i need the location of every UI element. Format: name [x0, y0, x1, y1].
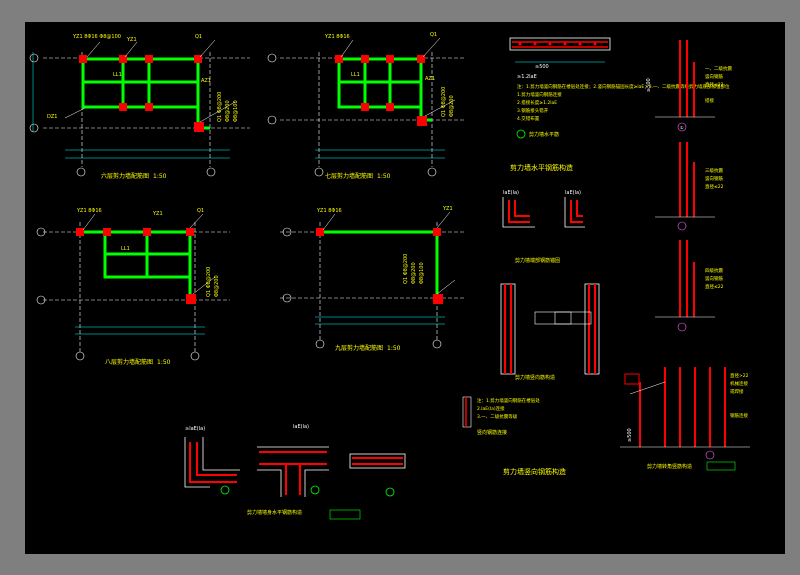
vert-splice-title: 剪力墙竖向钢筋构造	[503, 467, 566, 476]
svg-text:直径≤22: 直径≤22	[705, 283, 724, 290]
svg-text:≥laE(la): ≥laE(la)	[185, 426, 205, 432]
end-anchor-details: laE(la) laE(la) 剪力墙端部钢筋锚固	[502, 190, 585, 264]
plan1-rebar-tag: YZ1 8Φ16 Φ8@100	[72, 34, 121, 40]
svg-text:直径≤22: 直径≤22	[705, 183, 724, 190]
plan1-title: 六层剪力墙配筋图	[101, 172, 149, 180]
column-details: 剪力墙竖向筋构造	[500, 283, 600, 381]
svg-text:2.搭接长度≥1.2laE: 2.搭接长度≥1.2laE	[517, 99, 557, 106]
svg-text:搭接: 搭接	[705, 97, 714, 104]
svg-text:LL1: LL1	[113, 72, 122, 78]
svg-text:LL1: LL1	[121, 246, 130, 252]
plan2-scale: 1:50	[377, 173, 391, 180]
svg-text:≥500: ≥500	[646, 78, 652, 92]
svg-text:机械连接: 机械连接	[730, 380, 748, 387]
svg-text:注：1.剪力墙竖向钢筋在楼层处: 注：1.剪力墙竖向钢筋在楼层处	[477, 397, 540, 404]
svg-text:竖向钢筋: 竖向钢筋	[705, 275, 723, 282]
drawing-canvas: YZ1 8Φ16 Φ8@100 YZ1 Q1 LL1 AZ1 DZ1 Q1 Φ8…	[29, 32, 750, 520]
svg-text:DZ1: DZ1	[47, 114, 57, 120]
svg-text:钢筋连接: 钢筋连接	[730, 412, 748, 419]
svg-text:三级抗震: 三级抗震	[705, 167, 723, 174]
svg-text:Φ8@200: Φ8@200	[214, 275, 220, 297]
svg-text:laE(la): laE(la)	[293, 424, 309, 430]
plan-6th-floor: YZ1 8Φ16 Φ8@100 YZ1 Q1 LL1 AZ1 DZ1 Q1 Φ8…	[29, 34, 250, 180]
svg-text:YZ1: YZ1	[126, 37, 137, 43]
column-detail-title: 剪力墙竖向筋构造	[515, 374, 555, 381]
plan3-scale: 1:50	[157, 359, 171, 366]
svg-text:竖向钢筋: 竖向钢筋	[705, 73, 723, 80]
horiz-splice-title: 剪力墙水平钢筋构造	[510, 163, 573, 172]
plan3-title: 八层剪力墙配筋图	[105, 358, 153, 366]
svg-text:Q1: Q1	[195, 34, 202, 40]
svg-text:laE(la): laE(la)	[565, 190, 581, 196]
svg-text:竖向钢筋连接: 竖向钢筋连接	[477, 429, 507, 436]
svg-text:一、二级抗震: 一、二级抗震	[705, 65, 732, 72]
svg-text:直径>22: 直径>22	[730, 372, 749, 379]
svg-text:Q1 Φ8@200: Q1 Φ8@200	[441, 87, 447, 117]
bottom-plan-title: 剪力墙墙身水平钢筋构造	[247, 509, 302, 516]
svg-text:Φ8@100: Φ8@100	[233, 100, 239, 122]
wall-corner-title: 剪力墙转角竖筋构造	[647, 463, 692, 470]
svg-text:laE(la): laE(la)	[503, 190, 519, 196]
svg-text:1.剪力墙竖向钢筋连接: 1.剪力墙竖向钢筋连接	[517, 91, 562, 98]
svg-text:Φ8@100: Φ8@100	[419, 262, 425, 284]
svg-text:3.一、二级抗震等级: 3.一、二级抗震等级	[477, 413, 518, 420]
svg-text:或焊接: 或焊接	[730, 388, 744, 395]
plan4-title: 九层剪力墙配筋图	[335, 344, 383, 352]
svg-text:Q1: Q1	[430, 32, 437, 38]
svg-text:YZ1 8Φ16: YZ1 8Φ16	[324, 34, 350, 40]
svg-text:Φ8@200: Φ8@200	[225, 100, 231, 122]
plan-8th-floor: YZ1 8Φ16 YZ1 Q1 LL1 Q1 Φ8@200 Φ8@200 八层剪…	[36, 208, 230, 366]
svg-text:≥500: ≥500	[535, 64, 549, 70]
svg-text:YZ1 8Φ16: YZ1 8Φ16	[316, 208, 342, 214]
svg-text:2.laE(la)连接: 2.laE(la)连接	[477, 405, 505, 412]
svg-text:≥500: ≥500	[627, 428, 633, 442]
svg-text:Q1 Φ8@200: Q1 Φ8@200	[217, 92, 223, 122]
svg-text:Q1 Φ8@200: Q1 Φ8@200	[403, 254, 409, 284]
splice-notes: 注：1.剪力墙竖向钢筋在楼层处连接；2.竖向钢筋锚固长度≥laE；3.一、二级抗…	[517, 83, 730, 90]
svg-text:LL1: LL1	[351, 72, 360, 78]
svg-text:YZ1: YZ1	[152, 211, 163, 217]
plan2-title: 七层剪力墙配筋图	[325, 172, 373, 180]
cad-drawing-sheet: YZ1 8Φ16 Φ8@100 YZ1 Q1 LL1 AZ1 DZ1 Q1 Φ8…	[25, 22, 785, 554]
plan4-scale: 1:50	[387, 345, 401, 352]
svg-text:直径≤22: 直径≤22	[705, 81, 724, 88]
svg-text:AZ1: AZ1	[425, 76, 435, 82]
svg-text:Q1 Φ8@200: Q1 Φ8@200	[206, 267, 212, 297]
svg-text:Φ8@200: Φ8@200	[411, 262, 417, 284]
plan-9th-floor: YZ1 8Φ16 YZ1 Q1 Φ8@200 Φ8@200 Φ8@100 九层剪…	[280, 206, 465, 352]
svg-text:四级抗震: 四级抗震	[705, 267, 723, 274]
svg-text:4.交错布置: 4.交错布置	[517, 115, 540, 122]
vertical-rebar-details: 一、二级抗震 竖向钢筋 直径≤22 搭接 ≥500 ① 三级抗震 竖向钢筋 直径…	[620, 40, 750, 471]
plan1-scale: 1:50	[153, 173, 167, 180]
svg-text:3.钢筋接头错开: 3.钢筋接头错开	[517, 107, 549, 114]
small-lap-detail: 注：1.剪力墙竖向钢筋在楼层处 2.laE(la)连接 3.一、二级抗震等级 竖…	[462, 396, 540, 436]
svg-text:Q1: Q1	[197, 208, 204, 214]
svg-text:①: ①	[680, 125, 684, 130]
horizontal-splice-detail: ≥500 ≥1.2laE 注：1.剪力墙竖向钢筋在楼层处连接；2.竖向钢筋锚固长…	[509, 37, 730, 172]
plan-7th-floor: YZ1 8Φ16 Q1 LL1 AZ1 Q1 Φ8@200 Φ8@200 七层剪…	[267, 32, 465, 180]
svg-text:YZ1: YZ1	[442, 206, 453, 212]
svg-text:YZ1 8Φ16: YZ1 8Φ16	[76, 208, 102, 214]
bottom-plan-details: ≥laE(la) laE(la) 剪力墙墙身水平钢筋构造	[184, 424, 406, 520]
svg-text:≥1.2laE: ≥1.2laE	[517, 74, 537, 80]
end-anchor-title: 剪力墙端部钢筋锚固	[515, 257, 560, 264]
svg-text:剪力墙水平筋: 剪力墙水平筋	[529, 131, 559, 138]
svg-text:竖向钢筋: 竖向钢筋	[705, 175, 723, 182]
svg-text:AZ1: AZ1	[201, 78, 211, 84]
svg-text:Φ8@200: Φ8@200	[449, 95, 455, 117]
